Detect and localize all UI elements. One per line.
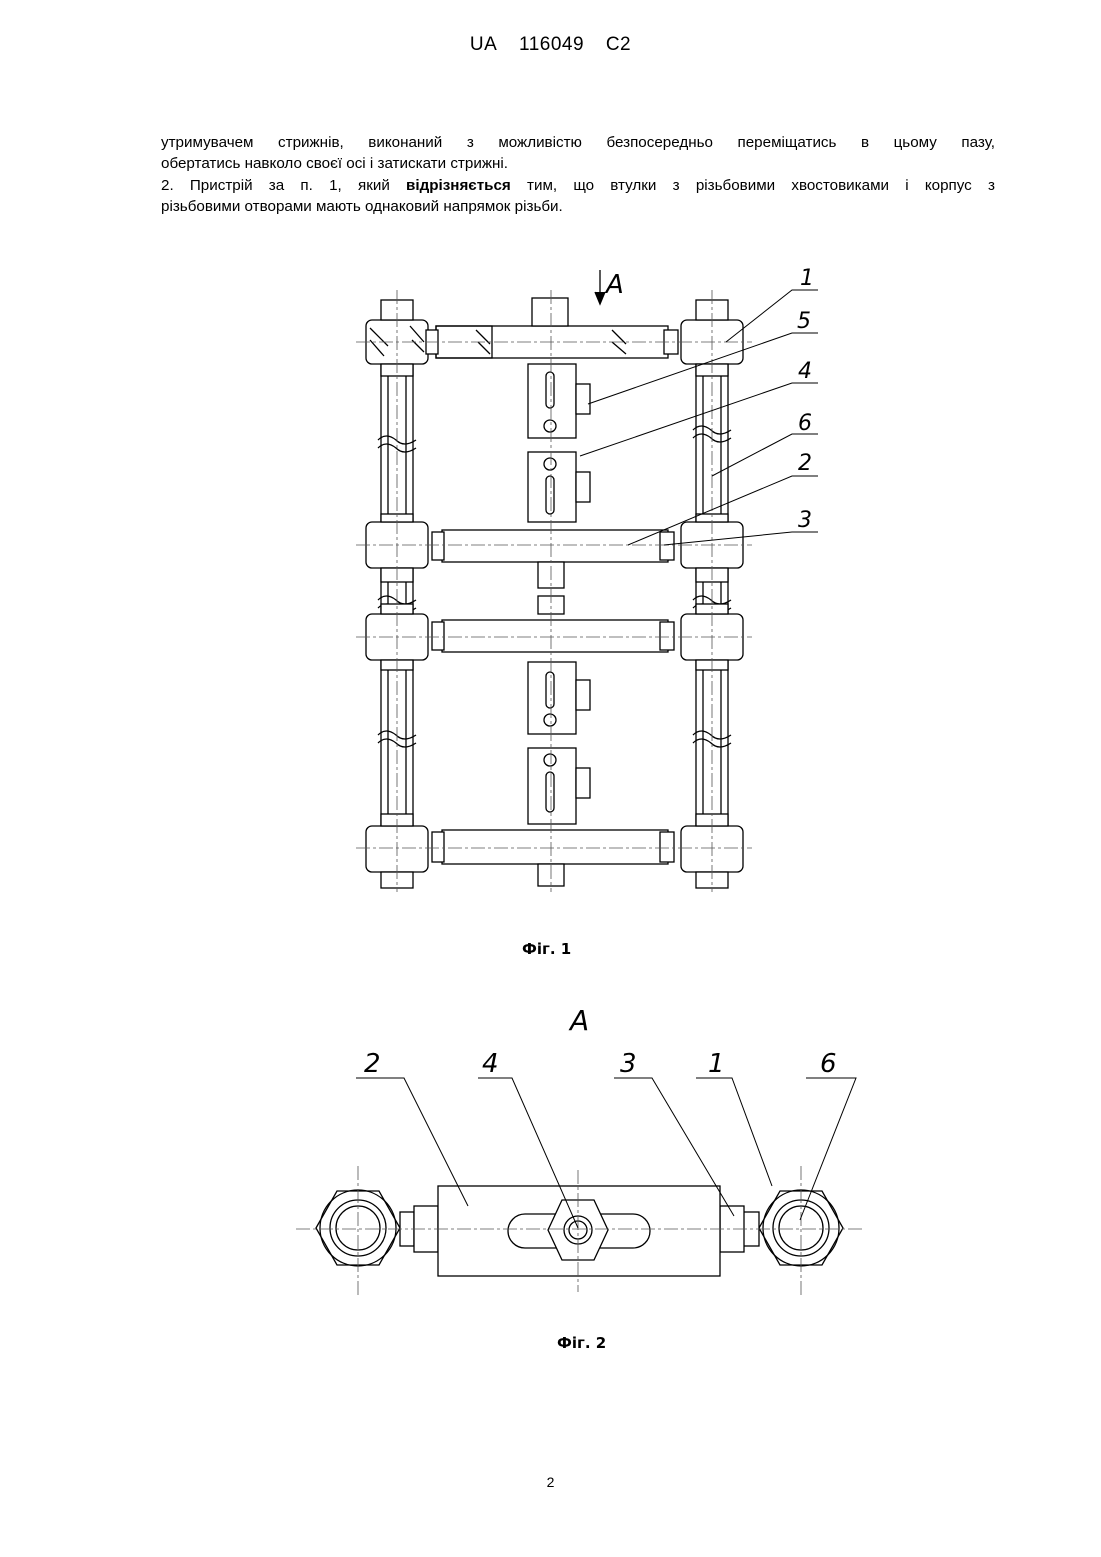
fig2-label-2: 2	[364, 1049, 381, 1079]
figure-2-caption: Фіг. 2	[557, 1334, 606, 1352]
fig2-label-6: 6	[820, 1049, 837, 1079]
fig2-view-title: A	[568, 1004, 589, 1037]
page-number: 2	[0, 1474, 1101, 1490]
fig2-label-3: 3	[620, 1049, 637, 1079]
figure-1-caption: Фіг. 1	[522, 940, 571, 958]
fig2-label-1: 1	[708, 1049, 725, 1079]
fig2-label-4: 4	[482, 1049, 499, 1079]
